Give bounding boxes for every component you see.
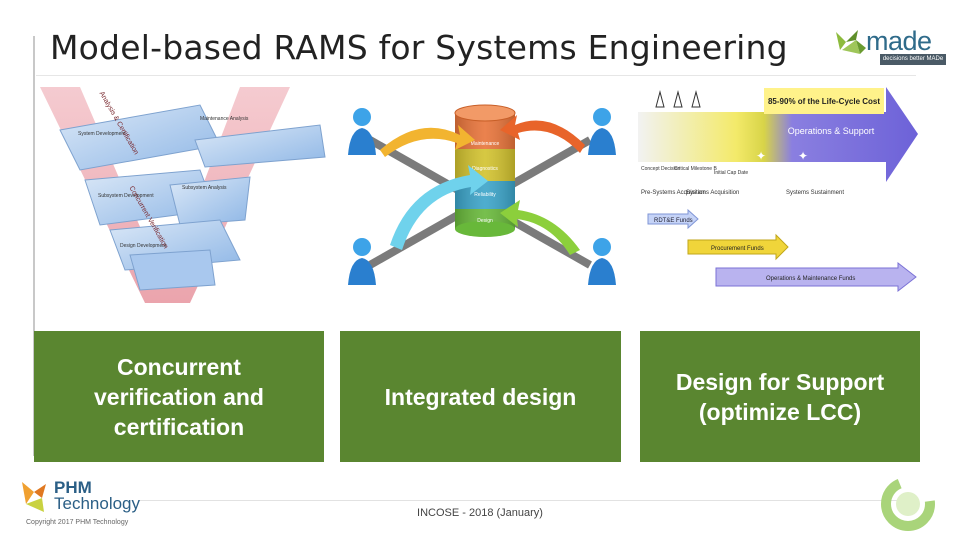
integrated-design-diagram: Maintenance Diagnostics Reliability Desi… bbox=[348, 104, 616, 285]
phase-label: Pre-Systems Acquisition bbox=[641, 190, 706, 196]
svg-text:✦: ✦ bbox=[798, 149, 808, 163]
v-label: Subsystem Analysis bbox=[182, 185, 227, 191]
v-level-2 bbox=[84, 169, 251, 226]
arrow-green bbox=[500, 200, 580, 255]
funds-label: RDT&E Funds bbox=[654, 218, 693, 224]
milestone-label: IOC bbox=[756, 165, 767, 171]
integrated-design-box: Integrated design bbox=[340, 331, 621, 462]
milestone-label: Critical Milestone B bbox=[674, 166, 717, 172]
v-level-1 bbox=[59, 104, 326, 171]
cylinder-label: Reliability bbox=[474, 192, 496, 198]
phm-logo-icon bbox=[22, 482, 46, 512]
arrow-yellow bbox=[380, 125, 475, 157]
v-level-3 bbox=[109, 219, 241, 291]
lifecycle-banner: 85-90% of the Life-Cycle Cost bbox=[768, 97, 880, 106]
milestone-triangle-icon bbox=[655, 90, 701, 108]
v-label: Maintenance Analysis bbox=[200, 116, 249, 122]
phase-label: Systems Acquisition bbox=[686, 190, 739, 196]
milestone-label: Initial Cap Date bbox=[714, 170, 748, 176]
design-for-support-box: Design for Support (optimize LCC) bbox=[640, 331, 920, 462]
box-text: Design for Support (optimize LCC) bbox=[675, 368, 885, 425]
arrow-cyan bbox=[390, 165, 488, 250]
cylinder-label: Diagnostics bbox=[472, 166, 498, 172]
phm-logo-line1: PHM bbox=[54, 478, 92, 497]
person-icon bbox=[348, 108, 376, 155]
lifecycle-arrow bbox=[638, 87, 918, 182]
left-divider bbox=[33, 36, 35, 456]
made-logo-word: made bbox=[866, 26, 932, 56]
title-divider bbox=[36, 75, 916, 76]
life-cycle-cost-diagram: 85-90% of the Life-Cycle Cost Operations… bbox=[638, 87, 918, 293]
v-label: System Development bbox=[78, 131, 126, 137]
made-logo-tagline: decisions better MADe bbox=[880, 54, 946, 65]
made-logo-icon bbox=[836, 30, 866, 54]
svg-text:✦: ✦ bbox=[756, 149, 766, 163]
milestone-label: Concept Decision bbox=[641, 166, 680, 172]
star-icon: ✦✦ bbox=[756, 149, 808, 163]
v-model-diagram: System Development Maintenance Analysis … bbox=[40, 87, 326, 303]
phm-logo-line2: Technology bbox=[54, 494, 141, 513]
funds-label: Procurement Funds bbox=[711, 246, 764, 252]
phm-copyright: Copyright 2017 PHM Technology bbox=[26, 519, 129, 526]
person-icon bbox=[588, 238, 616, 285]
person-icon bbox=[588, 108, 616, 155]
funds-arrow-om bbox=[715, 261, 917, 293]
cylinder-label: Design bbox=[477, 218, 493, 224]
box-text: Concurrent verification and certificatio… bbox=[94, 353, 264, 440]
milestone-label: FOC bbox=[798, 165, 811, 171]
cylinder-label: Maintenance bbox=[471, 141, 500, 147]
funds-arrow-rdte bbox=[647, 208, 699, 230]
phase-label: Systems Sustainment bbox=[786, 190, 844, 196]
decorative-circle-icon bbox=[881, 477, 935, 531]
funds-label: Operations & Maintenance Funds bbox=[766, 276, 855, 282]
page-title: Model-based RAMS for Systems Engineering bbox=[50, 28, 788, 67]
arrow-orange bbox=[500, 115, 585, 153]
lifecycle-phase: Operations & Support bbox=[788, 126, 875, 136]
footer-divider bbox=[140, 500, 900, 501]
funds-arrow-procurement bbox=[687, 233, 789, 261]
box-text: Integrated design bbox=[384, 383, 577, 410]
v-label: Subsystem Development bbox=[98, 193, 154, 199]
person-icon bbox=[348, 238, 376, 285]
v-label: Design Development bbox=[120, 243, 167, 249]
footer-text: INCOSE - 2018 (January) bbox=[417, 507, 543, 519]
concurrent-verification-box: Concurrent verification and certificatio… bbox=[34, 331, 324, 462]
